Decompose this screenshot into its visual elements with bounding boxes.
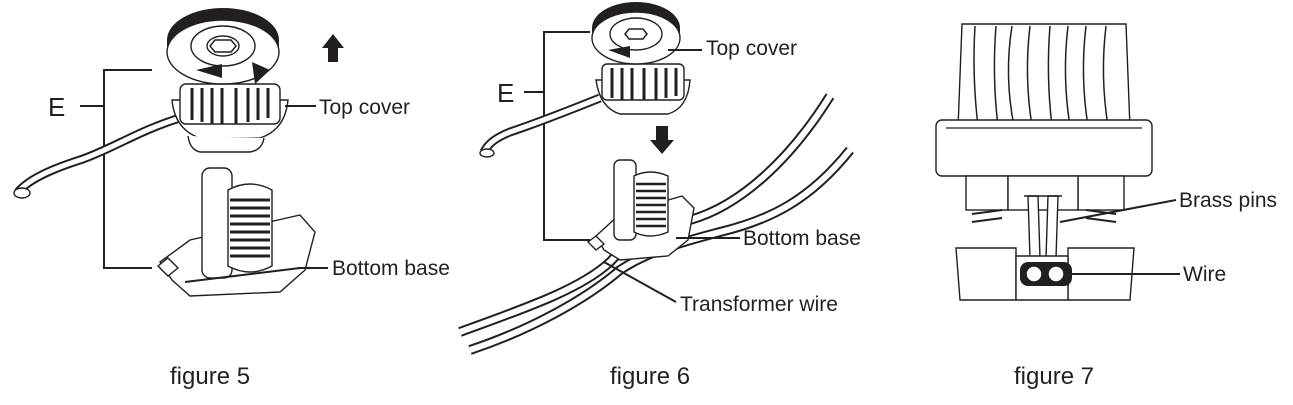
bracket-letter: E [497,78,514,108]
wire-cross-section [1020,262,1072,286]
figure-6: E Top cover [458,2,861,390]
arrow-up-icon [322,34,344,62]
label-top-cover: Top cover [706,37,797,60]
figure-6-caption: figure 6 [610,363,690,390]
label-bottom-base: Bottom base [743,227,861,250]
rotate-icon [196,64,222,78]
label-transformer-wire: Transformer wire [680,293,838,316]
bottom-base-part [586,159,695,261]
label-brass-pins: Brass pins [1179,189,1277,212]
label-wire: Wire [1183,263,1226,286]
top-cover-part [166,8,289,153]
figure-5-caption: figure 5 [170,363,250,390]
figure-7: Brass pins Wire figure 7 [935,23,1277,390]
figure-5: E Top [13,8,450,390]
bottom-base-part [156,167,316,297]
label-bottom-base: Bottom base [332,257,450,280]
bracket-e [103,69,152,269]
top-cover-part [591,2,691,115]
figure-7-caption: figure 7 [1014,363,1094,390]
label-top-cover: Top cover [319,96,410,119]
bracket-e [543,31,590,241]
bracket-letter: E [48,92,65,122]
arrow-down-icon [650,126,674,154]
